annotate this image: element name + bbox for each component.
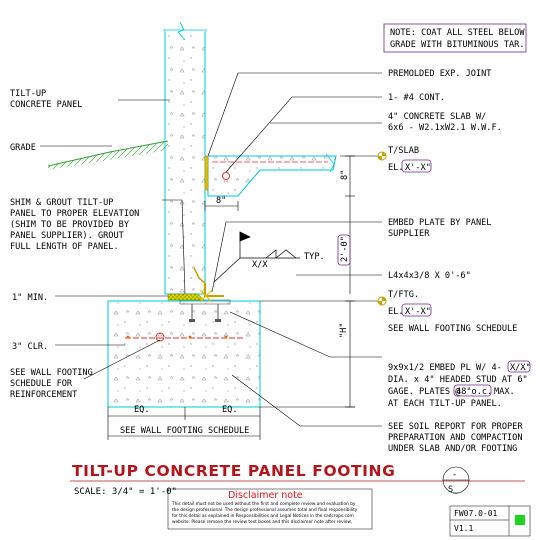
rebar-cont <box>222 172 230 180</box>
dimensions <box>107 155 378 440</box>
footing-sched-1: SEE WALL FOOTING <box>10 368 93 378</box>
version-label: V1.1 <box>454 524 473 533</box>
tilt-up-panel <box>163 21 207 295</box>
soil-label-3: UNDER SLAB AND/OR FOOTING <box>388 444 517 454</box>
angle-label: L4x4x3/8 X 0'-6" <box>388 271 471 281</box>
dim-eq-2: EQ. <box>222 405 238 415</box>
footing <box>107 299 261 408</box>
note-text: NOTE: COAT ALL STEEL BELOW GRADE WITH BI… <box>390 28 525 50</box>
drawing-number: FW07.0-01 <box>454 509 498 518</box>
pl-label-2: DIA. x 4" HEADED STUD AT 6" <box>388 375 528 385</box>
embed-label-2: SUPPLIER <box>388 229 430 239</box>
pl-label-4: AT EACH TILT-UP PANEL. <box>388 399 502 409</box>
shim-label-3: (SHIM TO BE PROVIDED BY <box>10 220 130 230</box>
status-indicator <box>515 515 525 525</box>
embed-plate <box>179 299 231 305</box>
shim-label-4: PANEL SUPPLIER). GROUT <box>10 231 124 241</box>
clr-label: 3" CLR. <box>12 342 48 352</box>
tftg-label: T/FTG. <box>388 290 419 300</box>
dim-2ft: 2'-0" <box>340 236 350 262</box>
slab-label-2: 6x6 - W2.1xW2.1 W.W.F. <box>388 123 502 133</box>
pl-spacing: 48"o.c. <box>456 387 492 397</box>
panel-label-1: TILT-UP <box>10 89 46 99</box>
note-box <box>383 23 527 53</box>
grout-and-angle <box>167 267 224 303</box>
dim-wall-sched: SEE WALL FOOTING SCHEDULE <box>120 426 249 436</box>
grade-line <box>47 140 169 170</box>
note-line-1: NOTE: COAT ALL STEEL BELOW <box>390 28 525 38</box>
section-mark-top: - <box>452 470 457 480</box>
dim-8in-vertical: 8" <box>340 170 350 180</box>
grade-label: GRADE <box>10 143 36 153</box>
embed-label-1: EMBED PLATE BY PANEL <box>388 218 491 228</box>
footing-sched-2: SCHEDULE FOR <box>10 379 73 389</box>
shim-label-5: FULL LENGTH OF PANEL. <box>10 242 119 252</box>
el-label-slab: EL. <box>388 163 404 173</box>
disclaimer-title: Disclaimer note <box>228 490 303 501</box>
dim-eq-1: EQ. <box>134 405 150 415</box>
concrete-slab <box>204 153 337 197</box>
expansion-joint <box>204 155 209 191</box>
disclaimer-line-2: the design professional. The design prof… <box>172 507 358 513</box>
weld-typ: TYP. <box>304 252 325 262</box>
pl-label-1: 9x9x1/2 EMBED PL W/ 4- <box>388 363 502 373</box>
panel-label-2: CONCRETE PANEL <box>10 100 82 110</box>
soil-label-1: SEE SOIL REPORT FOR PROPER <box>388 422 523 432</box>
footing-sched-3: REINFORCEMENT <box>10 390 77 400</box>
min-label: 1" MIN. <box>12 293 48 303</box>
leaders <box>40 72 382 427</box>
shim-label-2: PANEL TO PROPER ELEVATION <box>10 209 139 219</box>
weld-symbol <box>213 231 300 283</box>
pl-label-3: GAGE. PLATES @ <box>388 387 460 397</box>
disclaimer-line-3: for this detail as explained in Responsi… <box>172 513 354 519</box>
wall-sched-label: SEE WALL FOOTING SCHEDULE <box>388 324 517 334</box>
note-line-2: GRADE WITH BITUMINOUS TAR. <box>390 40 525 50</box>
disclaimer-line-4: website. Please remove the review text b… <box>172 519 352 525</box>
cont-label: 1- #4 CONT. <box>388 93 445 103</box>
tslab-label: T/SLAB <box>388 146 419 156</box>
scale-label: SCALE: 3/4" = 1'-0" <box>74 487 177 497</box>
section-mark-bottom: S_ <box>448 485 459 495</box>
disclaimer-line-1: This detail must not be used without the… <box>171 501 356 507</box>
soil-label-2: PREPARATION AND COMPACTION <box>388 433 523 443</box>
pl-label-max: MAX. <box>494 387 515 397</box>
title-block <box>70 466 531 537</box>
elevation-markers <box>377 151 387 306</box>
drawing-title: TILT-UP CONCRETE PANEL FOOTING <box>72 462 395 480</box>
weld-size: X/X <box>252 260 268 270</box>
dim-8in: 8" <box>216 196 226 206</box>
el-label-ftg: EL. <box>388 307 404 317</box>
joint-label: PREMOLDED EXP. JOINT <box>388 69 491 79</box>
el-value-ftg: X'-X" <box>405 307 431 317</box>
pl-dia: X/X" <box>510 363 531 373</box>
el-value-slab: X'-X" <box>405 163 431 173</box>
slab-label-1: 4" CONCRETE SLAB W/ <box>388 112 486 122</box>
shim-label-1: SHIM & GROUT TILT-UP <box>10 198 113 208</box>
dim-h: "H" <box>339 322 349 338</box>
